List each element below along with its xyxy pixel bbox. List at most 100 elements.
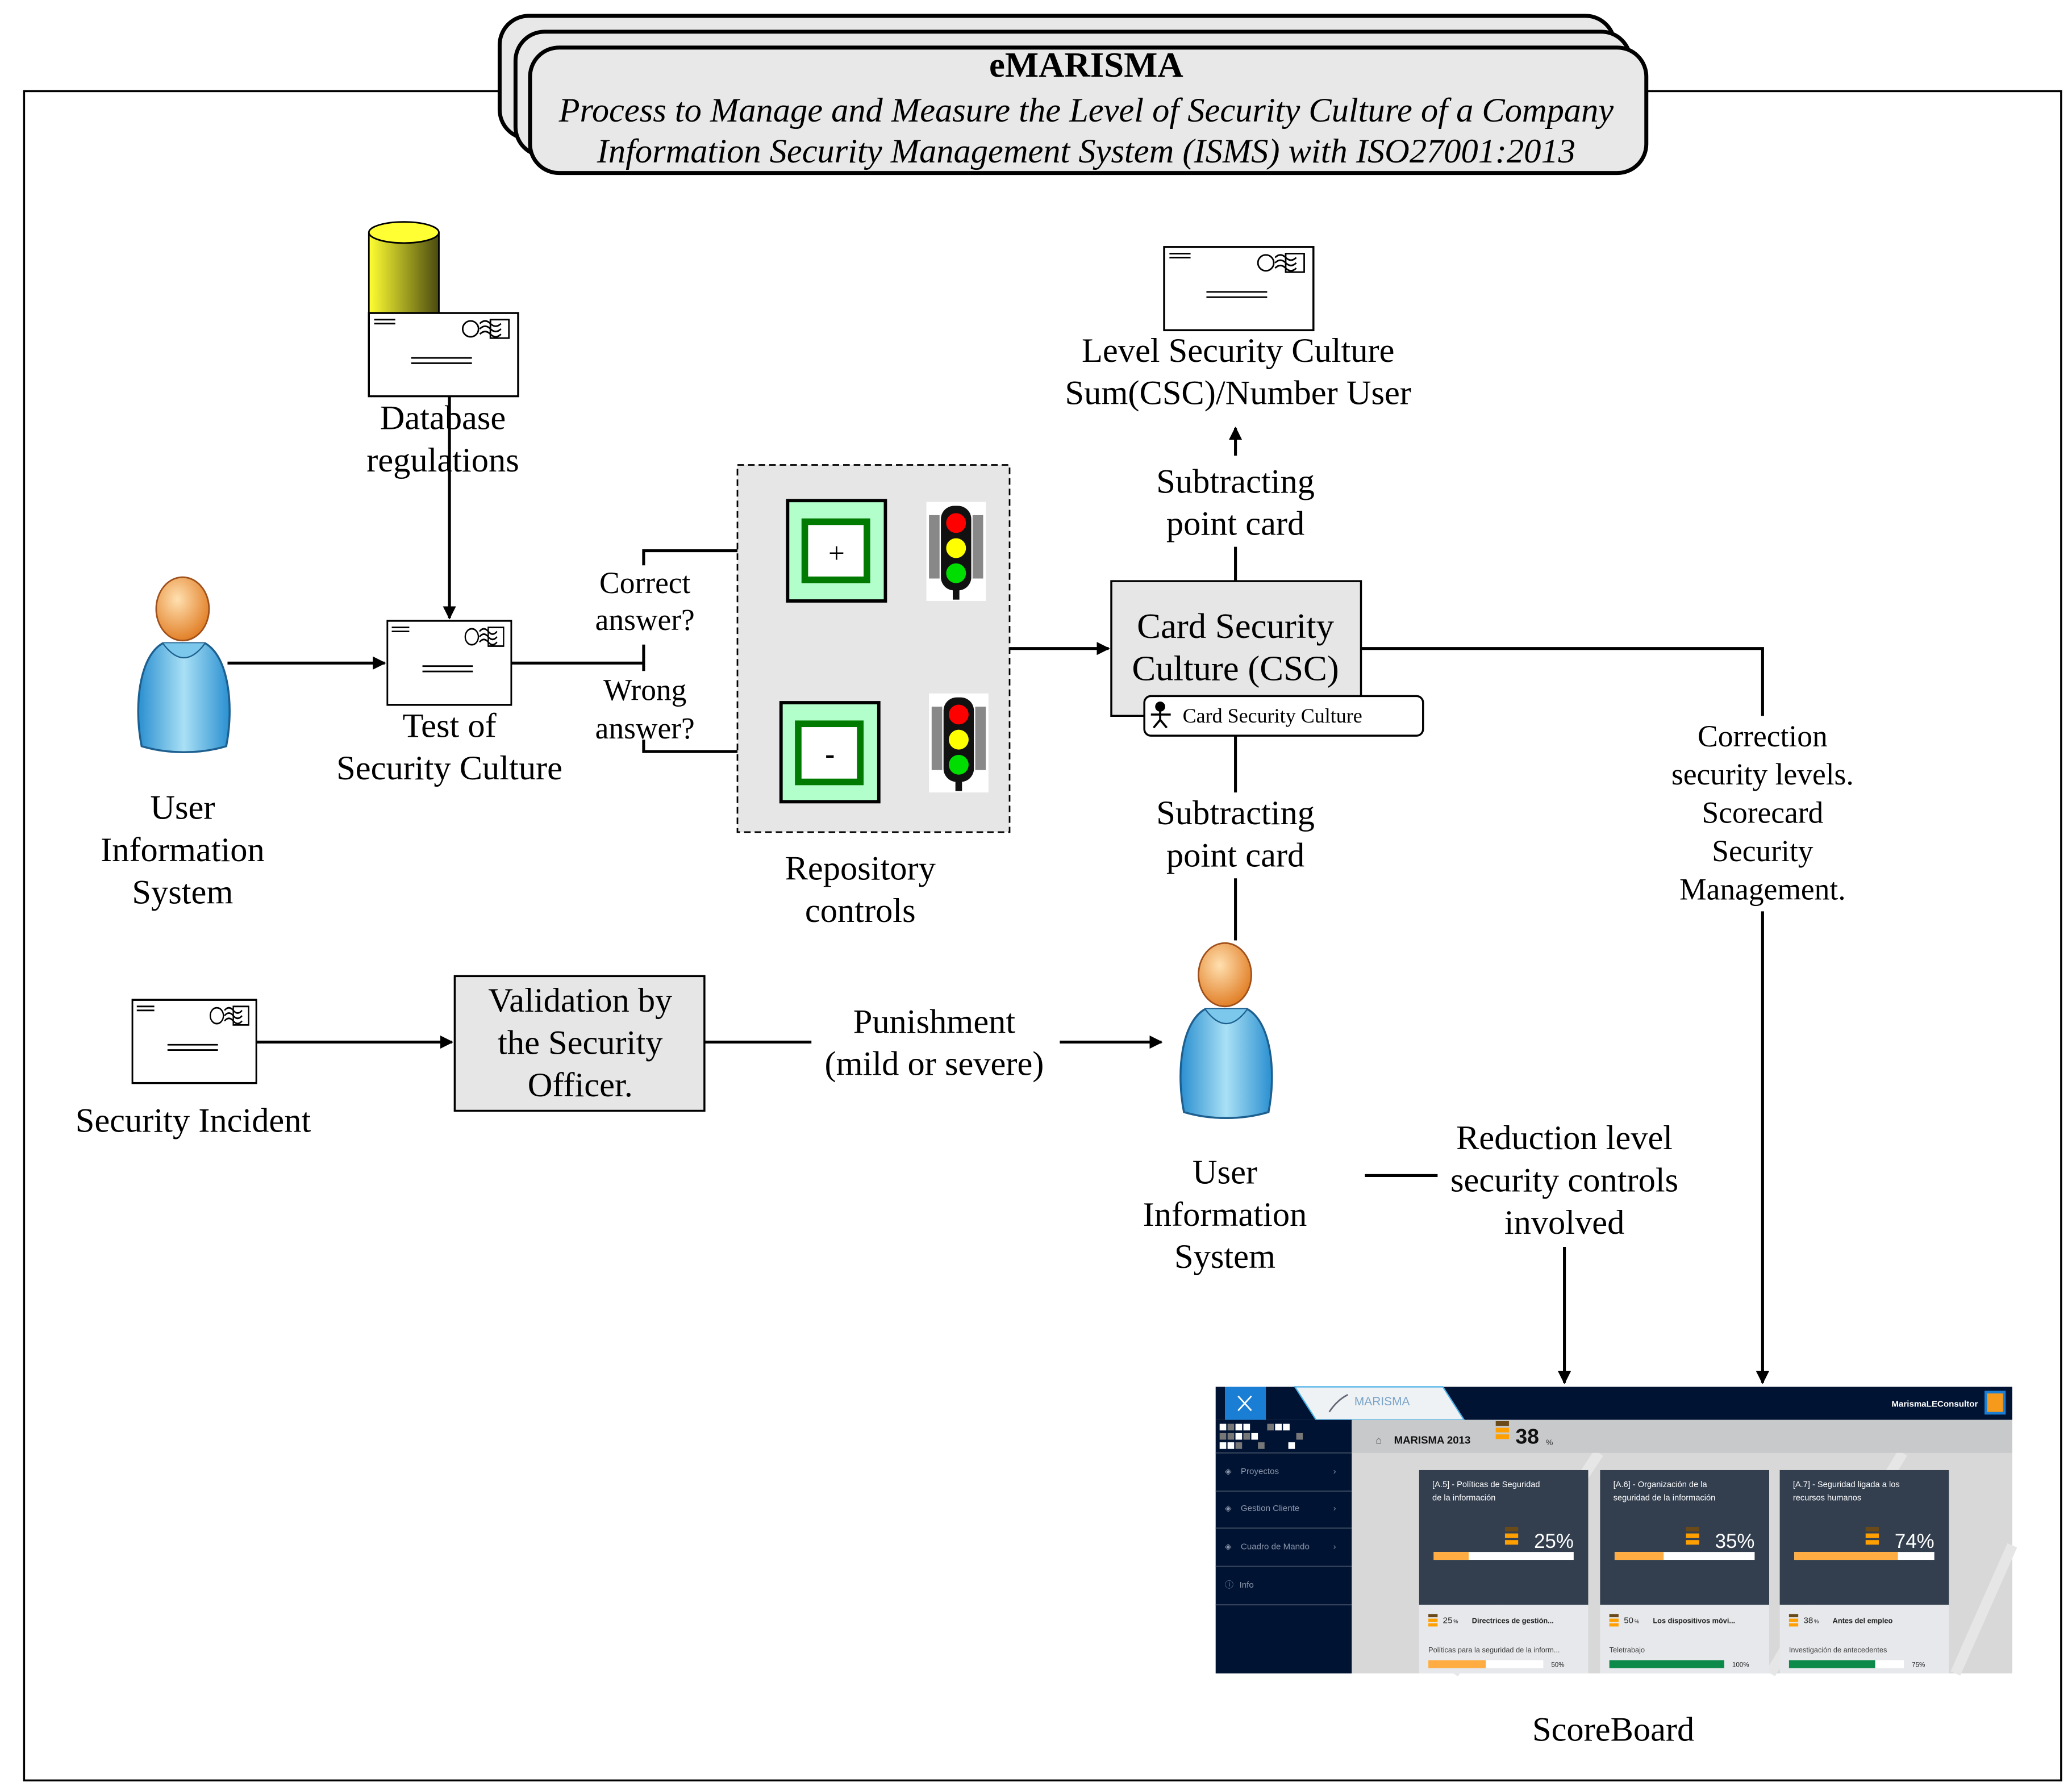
- card-progress-fill: [1614, 1552, 1664, 1560]
- sub-percent: 50: [1624, 1616, 1633, 1626]
- user-name[interactable]: MarismaLEConsultor: [1891, 1399, 1978, 1409]
- control-card[interactable]: [A.6] - Organización de la seguridad de l…: [1600, 1469, 1769, 1674]
- database-label-1: Database: [380, 399, 506, 437]
- card-progress-fill: [1433, 1552, 1469, 1560]
- sub-percent: 25: [1443, 1616, 1453, 1626]
- correction-label-5: Management.: [1679, 872, 1845, 906]
- correction-label-4: Security: [1712, 834, 1813, 868]
- title-line2: Information Security Management System (…: [597, 132, 1575, 170]
- test-label-2: Security Culture: [336, 749, 562, 787]
- overall-percent: 38: [1516, 1424, 1539, 1448]
- wrong-label-1: Wrong: [603, 673, 686, 707]
- csc-label-2: Culture (CSC): [1132, 648, 1339, 688]
- punishment-label-2: (mild or severe): [824, 1045, 1044, 1083]
- traffic-light-icon: [926, 502, 986, 601]
- progress-bars-icon: [1865, 1526, 1879, 1545]
- sidebar-item-proyectos[interactable]: Proyectos: [1241, 1467, 1279, 1476]
- correction-label-2: security levels.: [1671, 757, 1854, 791]
- sidebar-item-info[interactable]: Info: [1240, 1580, 1254, 1590]
- subtract-bottom-label-1: Subtracting: [1156, 794, 1315, 832]
- sub-percent-unit: %: [1814, 1619, 1819, 1625]
- connectors: [227, 396, 1769, 1384]
- item-label: Teletrabajo: [1610, 1646, 1645, 1654]
- repository-controls: + - Repository controls: [736, 464, 1011, 930]
- layers-icon: ◈: [1225, 1467, 1232, 1476]
- home-icon[interactable]: ⌂: [1375, 1434, 1382, 1446]
- item-percent: 50%: [1551, 1661, 1564, 1668]
- correction-label-3: Scorecard: [1702, 796, 1823, 830]
- sub-percent-unit: %: [1635, 1619, 1639, 1625]
- user-label-2: Information: [101, 831, 265, 869]
- user-node-2: User Information System: [1143, 942, 1307, 1276]
- level-label-2: Sum(CSC)/Number User: [1065, 374, 1411, 412]
- arrow-wrong: [642, 740, 780, 758]
- user-node: User Information System: [101, 576, 265, 911]
- punishment-label-1: Punishment: [853, 1003, 1016, 1041]
- csc-tag: [1143, 695, 1424, 737]
- validation-label-2: the Security: [498, 1024, 662, 1062]
- subtract-top-label-2: point card: [1166, 505, 1304, 543]
- logo-mark-icon: [1328, 1394, 1348, 1413]
- title-line1: Process to Manage and Measure the Level …: [558, 91, 1614, 130]
- progress-bars-icon: [1788, 1614, 1799, 1627]
- card-title: seguridad de la información: [1614, 1493, 1716, 1502]
- csc-label-1: Card Security: [1137, 606, 1334, 646]
- reduction-label-2: security controls: [1450, 1161, 1678, 1199]
- card-percent: 25%: [1534, 1530, 1574, 1552]
- sub-title[interactable]: Directrices de gestión...: [1472, 1617, 1554, 1625]
- repository-label-2: controls: [805, 892, 916, 930]
- sub-percent-unit: %: [1453, 1619, 1458, 1625]
- envelope-icon: [131, 999, 257, 1084]
- csc-node: Card Security Culture (CSC) Card Securit…: [1110, 580, 1424, 737]
- user2-label-3: System: [1174, 1238, 1275, 1276]
- progress-bars-icon: [1686, 1526, 1699, 1545]
- card-title: [A.6] - Organización de la: [1614, 1480, 1708, 1489]
- sidebar-item-gestion-cliente[interactable]: Gestion Cliente: [1241, 1504, 1299, 1513]
- header-band: [1352, 1420, 2012, 1453]
- control-card[interactable]: [A.5] - Políticas de Seguridad de la info…: [1419, 1469, 1589, 1674]
- repository-label-1: Repository: [785, 850, 936, 888]
- database-icon: [368, 232, 440, 318]
- plus-icon: +: [828, 537, 845, 570]
- project-name[interactable]: MARISMA 2013: [1394, 1434, 1471, 1446]
- database-label-2: regulations: [366, 441, 519, 479]
- scoreboard-label: ScoreBoard: [1532, 1711, 1694, 1749]
- subtract-bottom-label-2: point card: [1166, 836, 1304, 874]
- sub-title[interactable]: Los dispositivos móvi...: [1653, 1617, 1735, 1625]
- actor-icon: [1150, 702, 1171, 729]
- user-label-3: System: [132, 873, 233, 911]
- item-progress-fill: [1788, 1660, 1875, 1668]
- sidebar-item-cuadro-de-mando[interactable]: Cuadro de Mando: [1241, 1542, 1310, 1551]
- card-title: de la información: [1432, 1493, 1495, 1502]
- reduction-label-3: involved: [1504, 1204, 1625, 1242]
- item-percent: 100%: [1732, 1661, 1749, 1668]
- logo-text: MARISMA: [1354, 1395, 1410, 1408]
- item-progress-fill: [1609, 1660, 1724, 1668]
- user2-label-1: User: [1193, 1153, 1257, 1191]
- chevron-right-icon: ›: [1333, 1467, 1336, 1476]
- correct-label-1: Correct: [599, 566, 690, 600]
- database-node: Database regulations: [366, 221, 519, 479]
- close-icon: [1237, 1395, 1252, 1412]
- title-name: eMARISMA: [989, 45, 1183, 85]
- scoreboard-screenshot: MARISMA MarismaLEConsultor ◈ Proyectos ›…: [1215, 1386, 2017, 1677]
- progress-bars-icon: [1495, 1421, 1509, 1439]
- validation-node: Validation by the Security Officer.: [453, 975, 706, 1112]
- card-progress-fill: [1794, 1552, 1898, 1560]
- sub-title[interactable]: Antes del empleo: [1833, 1617, 1893, 1625]
- user2-label-2: Information: [1143, 1196, 1307, 1234]
- chevron-right-icon: ›: [1333, 1542, 1336, 1551]
- card-percent: 74%: [1895, 1530, 1935, 1552]
- envelope-icon: [368, 312, 519, 398]
- traffic-light-icon: [929, 693, 989, 793]
- progress-bars-icon: [1609, 1614, 1619, 1627]
- layers-icon: ◈: [1225, 1542, 1232, 1551]
- incident-label: Security Incident: [76, 1102, 311, 1140]
- card-title: [A.7] - Seguridad ligada a los: [1793, 1480, 1900, 1489]
- envelope-icon: [386, 620, 512, 706]
- card-title: [A.5] - Políticas de Seguridad: [1432, 1480, 1540, 1489]
- title-banner: eMARISMA Process to Manage and Measure t…: [497, 14, 1649, 176]
- level-node: Level Security Culture Sum(CSC)/Number U…: [1065, 246, 1411, 412]
